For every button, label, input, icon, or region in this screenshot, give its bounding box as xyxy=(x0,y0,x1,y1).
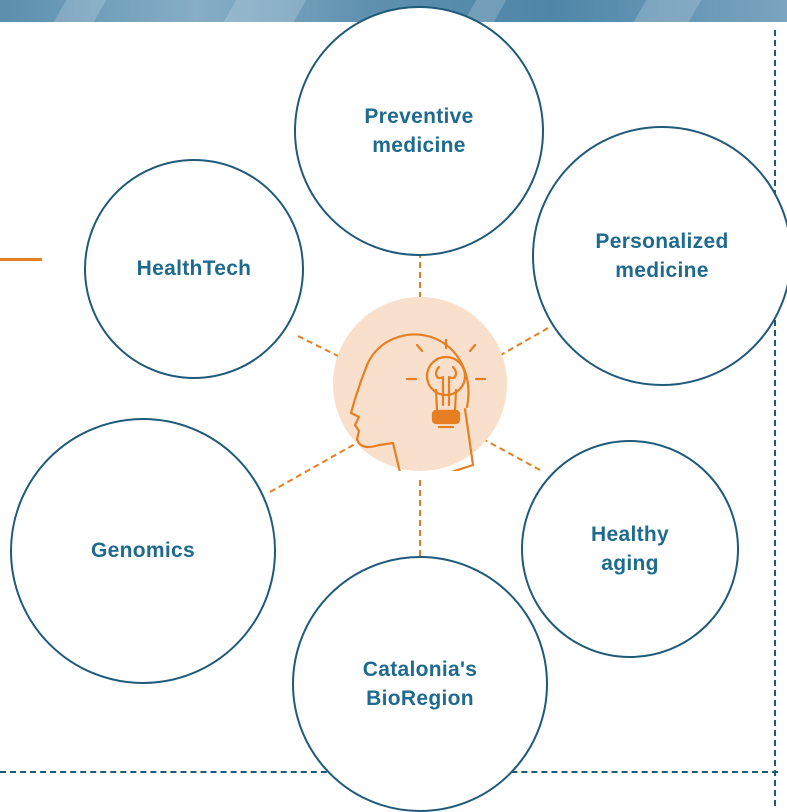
hub-circle xyxy=(333,297,507,471)
node-healthtech: HealthTech xyxy=(84,159,304,379)
frame-right-dashed-border xyxy=(774,30,776,806)
connector-personalized-medicine xyxy=(477,327,549,369)
orange-accent-line xyxy=(0,258,42,261)
connector-genomics xyxy=(269,439,363,493)
head-with-lightbulb-icon xyxy=(349,333,487,471)
node-label-genomics: Genomics xyxy=(91,539,195,563)
connector-healthy-aging xyxy=(469,431,541,471)
node-label-healthtech: HealthTech xyxy=(136,257,252,281)
connector-healthtech xyxy=(297,335,363,369)
node-genomics: Genomics xyxy=(10,418,276,684)
